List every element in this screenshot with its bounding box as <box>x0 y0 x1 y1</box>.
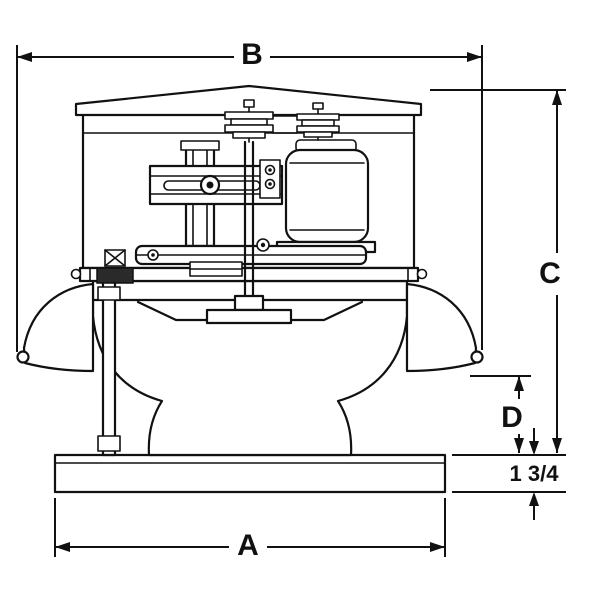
deck-end-ticks <box>89 267 409 282</box>
pulley-left-sheave-2 <box>230 118 268 126</box>
flare-left-rolled-tip <box>16 350 30 364</box>
pulley-left-nut <box>243 99 255 108</box>
base-plate <box>53 453 447 494</box>
deck-clip-left <box>70 268 82 280</box>
bolt-lower-center <box>268 182 272 186</box>
dimension-b: B <box>16 38 483 352</box>
drive-pulleys <box>224 99 340 143</box>
dim-c-arrow-bottom <box>552 438 562 453</box>
pulley-right-sheave-1 <box>296 113 340 121</box>
pulley-left-sheave-4 <box>232 131 266 139</box>
dimension-base-height: 1 3/4 <box>452 428 566 520</box>
dim-label-d: D <box>501 401 523 434</box>
dim-label-base-height: 1 3/4 <box>510 461 560 486</box>
mount-column-cap <box>180 140 220 151</box>
flare-left-outline <box>22 282 95 373</box>
base-plate-outline <box>53 453 447 494</box>
conduit-pipe <box>97 279 121 457</box>
dim-d-arrow-top <box>514 376 524 391</box>
shaft-hub <box>233 294 265 312</box>
deck-clip-right <box>416 268 428 280</box>
pulley-right <box>296 102 340 141</box>
damper-block <box>96 267 134 284</box>
plate-bolt-left-center <box>151 253 155 257</box>
bolt-upper-center <box>268 168 272 172</box>
plate-bolt-right-center <box>260 242 266 248</box>
support-deck <box>70 266 428 283</box>
bearing-plate <box>134 238 368 277</box>
conduit-pipe-body <box>101 279 117 457</box>
dim-base-arrow-bottom <box>529 492 539 506</box>
dim-c-arrow-top <box>552 90 562 105</box>
drum-outline <box>91 279 409 457</box>
dim-b-arrow-right <box>467 52 482 62</box>
conduit-upper-fitting <box>97 286 121 301</box>
pulley-right-nut <box>312 102 324 110</box>
dimension-annotations: B C D 1 3/4 <box>16 38 566 562</box>
fan-shaft <box>205 140 293 325</box>
dim-b-arrow-left <box>17 52 32 62</box>
belt-lines <box>272 115 298 134</box>
flare-right-outline <box>405 282 478 373</box>
pulley-left-sheave-3 <box>224 124 274 133</box>
dim-label-b: B <box>241 38 263 71</box>
adjuster-bolt-center <box>206 181 214 189</box>
flare-left <box>16 282 95 373</box>
pulley-right-sheave-4 <box>303 131 333 138</box>
hub-flange <box>205 308 293 325</box>
pulley-right-sheave-3 <box>296 125 340 133</box>
left-bracket-detail <box>96 249 134 284</box>
conduit-lower-fitting <box>97 435 121 452</box>
shaft-lines <box>243 140 255 298</box>
motor-body-lines <box>289 162 365 231</box>
motor <box>275 139 377 254</box>
dim-d-arrow-bottom <box>514 438 524 453</box>
dim-label-a: A <box>237 529 259 562</box>
dim-a-arrow-left <box>55 542 70 552</box>
dim-a-arrow-right <box>430 542 445 552</box>
pulley-right-sheave-2 <box>301 119 335 127</box>
hatch-bracket-cross <box>104 249 126 267</box>
pulley-left-sheave-1 <box>224 111 274 120</box>
flare-right-rolled-tip <box>470 350 484 364</box>
fan-assembly-drawing <box>16 84 484 494</box>
flare-right <box>405 282 484 373</box>
dim-base-arrow-top <box>529 441 539 455</box>
dimension-c: C <box>430 89 566 456</box>
pulley-left <box>224 99 274 143</box>
dim-label-c: C <box>539 257 561 290</box>
dimension-a: A <box>54 498 446 562</box>
dimension-d: D <box>470 375 531 453</box>
bolt-plate <box>259 159 281 199</box>
